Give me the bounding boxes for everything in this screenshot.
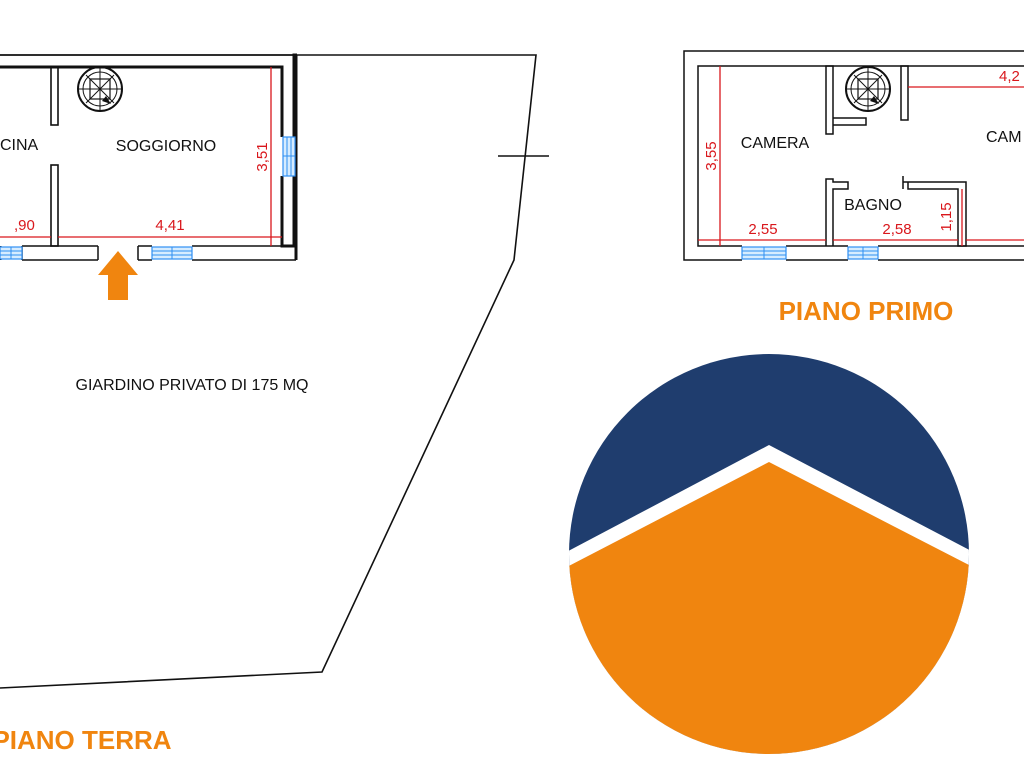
dimension-bathroom-depth: 1,15 — [938, 202, 955, 231]
dimension-bedroom1-width: 2,55 — [748, 221, 777, 238]
partition-bedroom1-upper — [825, 65, 834, 135]
window-kitchen-bottom — [0, 246, 23, 260]
dimension-living-width: 4,41 — [155, 217, 184, 234]
room-label-bedroom-1: CAMERA — [741, 135, 810, 152]
window-living-bottom — [151, 246, 193, 260]
room-label-kitchen: CINA — [0, 137, 39, 154]
dimension-bedroom2-width: 4,2 — [999, 68, 1020, 85]
room-label-bathroom: BAGNO — [844, 197, 902, 214]
partition-bathroom-top-right — [903, 181, 967, 247]
first-floor-outer-wall — [683, 50, 1024, 261]
window-bathroom-bottom — [847, 246, 879, 260]
first-floor-outer-wall-inner — [697, 65, 1024, 247]
dimension-bedroom1-depth: 3,55 — [703, 141, 720, 170]
spiral-stair-icon-first-floor — [845, 66, 891, 112]
dimension-kitchen-width: ,90 — [14, 217, 35, 234]
dimension-bathroom-width: 2,58 — [882, 221, 911, 238]
spiral-stair-icon — [77, 66, 123, 112]
house-outer-wall — [0, 65, 284, 137]
ground-floor-plan: CINA SOGGIORNO ,90 4,41 3,51 GIARDINO PR… — [0, 53, 549, 755]
house-roof-logo-icon — [569, 354, 969, 754]
partition-wall-upper — [50, 66, 59, 126]
partition-stair-enclosure — [833, 117, 867, 126]
floor-title-ground: PIANO TERRA — [0, 725, 172, 755]
partition-stair-right — [900, 65, 909, 121]
partition-wall-lower — [50, 164, 59, 247]
window-bedroom1-bottom — [741, 246, 787, 260]
first-floor-plan: CAMERA CAM BAGNO 3,55 2,55 2,58 1,15 4,2… — [683, 50, 1024, 326]
partition-bathroom-left — [825, 178, 849, 246]
window-right-wall — [282, 136, 296, 177]
room-label-living: SOGGIORNO — [116, 138, 216, 155]
garden-label: GIARDINO PRIVATO DI 175 MQ — [76, 377, 309, 394]
room-label-bedroom-2: CAM — [986, 129, 1022, 146]
floor-title-first: PIANO PRIMO — [779, 296, 954, 326]
arrow-up-icon — [98, 251, 138, 300]
dimension-living-depth: 3,51 — [254, 142, 271, 171]
